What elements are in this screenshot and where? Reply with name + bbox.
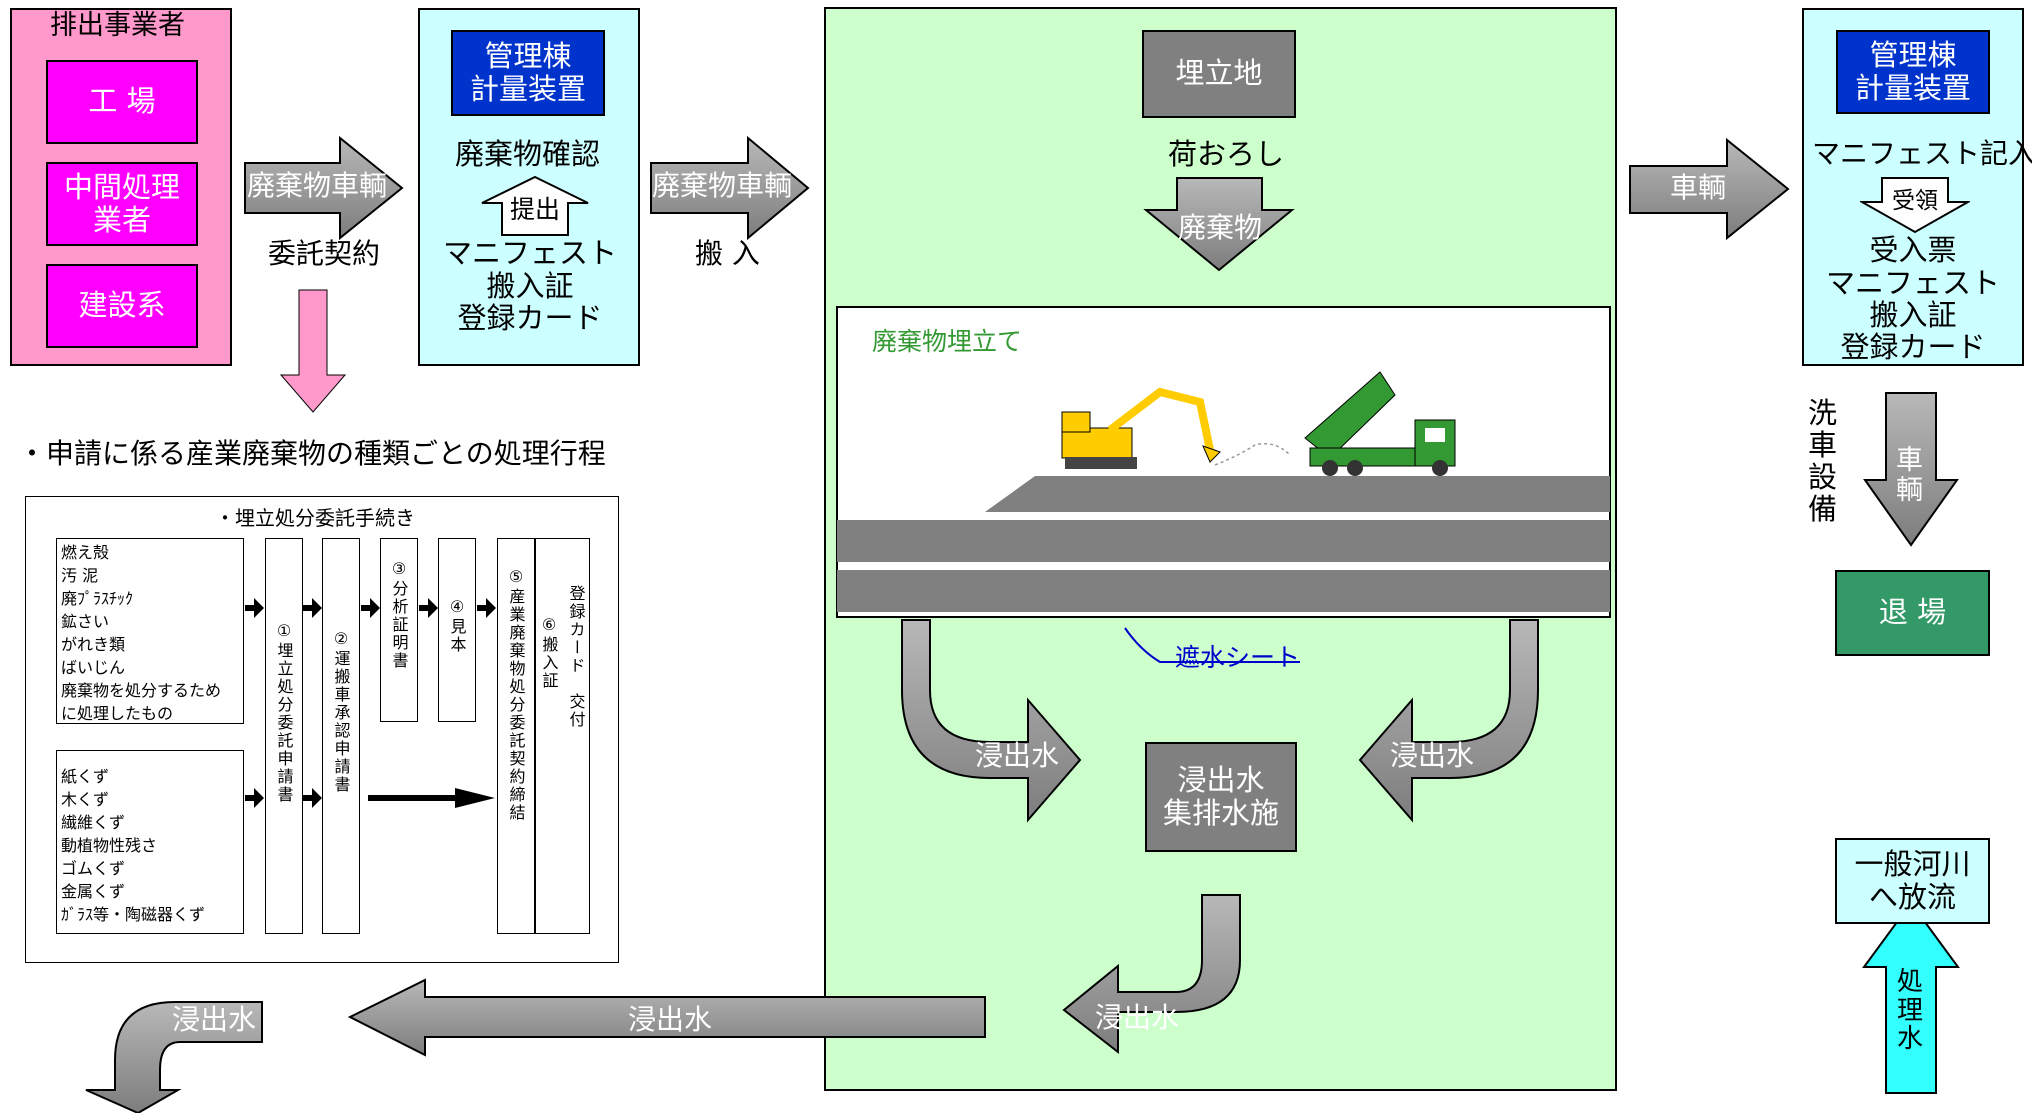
exit-box: 退 場 [1835, 570, 1990, 656]
contract-label: 委託契約 [268, 237, 381, 270]
step-4-box: ④ 見本 [438, 538, 476, 722]
step-6-issue-text: 登録カード 交付 [566, 585, 586, 729]
carry-in-label: 搬 入 [695, 237, 760, 270]
step-1-text: 埋立処分委託申請書 [274, 642, 294, 804]
arrow-vehicle-2 [650, 135, 810, 241]
waste-item: に処理したもの [61, 704, 174, 723]
step-6-text: 搬入証 [539, 636, 559, 690]
procedure-arrows [245, 598, 496, 808]
step-1-box: ① 埋立処分委託申請書 [265, 538, 303, 934]
waste-group-1: 燃え殻 汚 泥 廃ﾌﾟﾗｽﾁｯｸ 鉱さい がれき類 ばいじん 廃棄物を処分するた… [56, 538, 244, 724]
procedure-title: ・埋立処分委託手続き [215, 506, 415, 530]
river-box: 一般河川 へ放流 [1835, 838, 1990, 924]
unload-label: 荷おろし [1168, 137, 1285, 171]
arrow-vehicle-3 [1629, 137, 1790, 241]
leachate-left-label: 浸出水 [975, 739, 1060, 772]
wash-label: 洗 車 設 備 [1808, 396, 1838, 526]
process-title: ・申請に係る産業廃棄物の種類ごとの処理行程 [18, 437, 606, 470]
emitter-title: 排出事業者 [50, 10, 185, 41]
leachate-bottom-label: 浸出水 [1095, 1001, 1180, 1034]
admin1-docs: マニフェスト 搬入証 登録カード [442, 236, 617, 336]
emitter-item-construction: 建設系 [46, 264, 198, 348]
submit-up-arrow [481, 175, 589, 236]
arrow-leachate-long [347, 978, 986, 1057]
admin1-submit: 提出 [509, 194, 560, 224]
step-6-num: ⑥ [541, 615, 557, 634]
scene-label: 廃棄物埋立て [872, 327, 1023, 356]
waste-item: ｶﾞﾗｽ等・陶磁器くず [61, 905, 206, 924]
waste-item: 動植物性残さ [61, 836, 158, 855]
arrow-treated-water [1862, 901, 1960, 1094]
arrow-vehicle-2-label: 廃棄物車輌 [652, 169, 793, 202]
step-2-num: ② [333, 629, 349, 648]
step-5-text: 産業廃棄物処分委託契約締結 [506, 588, 526, 822]
admin2-receive: 受領 [1892, 188, 1938, 214]
dump-truck-illustration [1304, 371, 1456, 476]
ground-mound [985, 476, 1610, 512]
arrow-vehicle-1 [244, 135, 404, 241]
step-5-box: ⑤ 産業廃棄物処分委託契約締結 [497, 538, 535, 934]
waste-arrow-label: 廃棄物 [1178, 211, 1263, 244]
waste-item: 廃棄物を処分するため [61, 681, 222, 700]
step-2-box: ② 運搬車承認申請書 [322, 538, 360, 934]
waste-group-2: 紙くず 木くず 繊維くず 動植物性残さ ゴムくず 金属くず ｶﾞﾗｽ等・陶磁器く… [56, 750, 244, 934]
sheet-label: 遮水シート [1175, 643, 1301, 672]
step-4-num: ④ [449, 597, 465, 616]
step-1-num: ① [276, 621, 292, 640]
step-3-box: ③ 分析証明書 [380, 538, 418, 722]
admin2-header: 管理棟 計量装置 [1836, 30, 1990, 114]
admin1-confirm: 廃棄物確認 [455, 137, 601, 171]
waste-item: 金属くず [61, 882, 126, 901]
arrow-waste-down [1143, 177, 1295, 272]
waste-item: 繊維くず [61, 813, 126, 832]
arrow-leachate-curve [85, 1001, 263, 1113]
waste-item: 紙くず [61, 767, 110, 786]
vehicle-down-label: 車 輌 [1896, 445, 1923, 506]
treated-water-label: 処 理 水 [1897, 967, 1924, 1055]
arrow-pink-down [279, 289, 347, 413]
waste-item: 燃え殻 [61, 543, 110, 562]
arrow-leachate-right [1358, 619, 1539, 823]
admin2-manifest: マニフェスト記入 [1812, 137, 2032, 170]
landfill-site-box: 埋立地 [1142, 30, 1296, 118]
step-3-num: ③ [391, 559, 407, 578]
waste-item: がれき類 [61, 635, 126, 654]
leachate-right-label: 浸出水 [1390, 739, 1475, 772]
step-5-num: ⑤ [508, 567, 524, 586]
emitter-item-factory: 工 場 [46, 60, 198, 144]
receive-down-arrow [1860, 177, 1970, 234]
arrow-vehicle-3-label: 車輌 [1670, 171, 1727, 204]
waste-item: 汚 泥 [61, 566, 99, 585]
arrow-leachate-left [901, 619, 1082, 823]
waste-item: ばいじん [61, 658, 126, 677]
step-3-text: 分析証明書 [389, 580, 409, 670]
step-6-box: 登録カード 交付 ⑥ 搬入証 [535, 538, 590, 934]
waste-item: 木くず [61, 790, 110, 809]
admin2-docs: 受入票 マニフェスト 搬入証 登録カード [1825, 233, 2000, 365]
leachate-long-label: 浸出水 [628, 1003, 713, 1036]
excavator-illustration [1061, 387, 1221, 469]
leachate-curve-label: 浸出水 [172, 1003, 257, 1036]
emitter-item-intermediate: 中間処理 業者 [46, 162, 198, 246]
waste-item: 鉱さい [61, 612, 110, 631]
admin1-header: 管理棟 計量装置 [451, 30, 605, 116]
arrow-vehicle-1-label: 廃棄物車輌 [247, 169, 388, 202]
waste-item: 廃ﾌﾟﾗｽﾁｯｸ [61, 589, 134, 608]
arrow-vehicle-down [1863, 392, 1959, 547]
leachate-facility-box: 浸出水 集排水施 [1145, 742, 1297, 852]
step-4-text: 見本 [447, 618, 467, 654]
waste-item: ゴムくず [61, 859, 126, 878]
step-2-text: 運搬車承認申請書 [331, 650, 351, 794]
